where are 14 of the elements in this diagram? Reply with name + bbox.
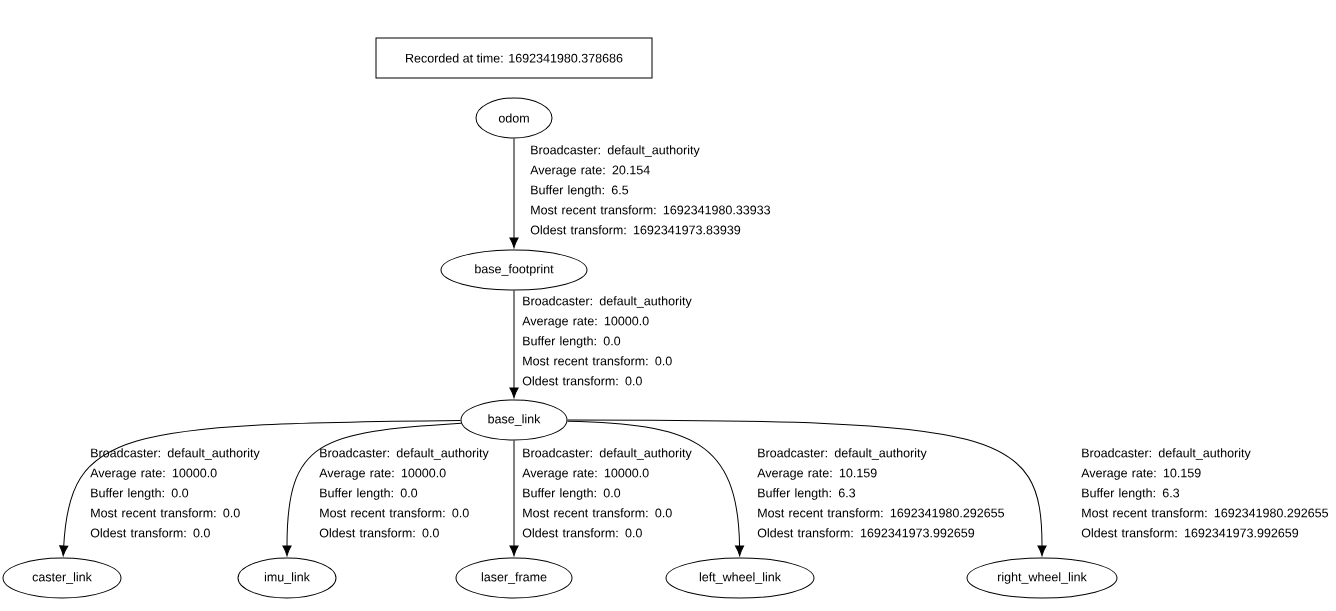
edge-label: Broadcaster: default_authority Average rate: 10000.0 Buffer length: 0.0 Most recent transform: 0.0 Oldest transform: 0.0 [319, 448, 489, 538]
edge-label: Broadcaster: default_authority Average rate: 10.159 Buffer length: 6.3 Most recent transform: 1692341980.292655 Oldest transform: 1692341973.992659 [757, 448, 1005, 538]
edge-label: Broadcaster: default_authority Average rate: 10.159 Buffer length: 6.3 Most recent transform: 1692341980.292655 Oldest transform: 1692341973.992659 [1081, 448, 1329, 538]
arrow [509, 138, 519, 249]
arrow [567, 419, 1047, 557]
edge-label: Broadcaster: default_authority Average rate: 20.154 Buffer length: 6.5 Most recent transform: 1692341980.33933 Oldest transform: 1692341973.83939 [530, 145, 771, 235]
arrow [282, 422, 462, 557]
edge-label: Broadcaster: default_authority Average rate: 10000.0 Buffer length: 0.0 Most recent transform: 0.0 Oldest transform: 0.0 [522, 296, 692, 386]
timestamp-box: Recorded at time: 1692341980.378686 [375, 37, 653, 79]
arrow [509, 440, 519, 557]
arrow [59, 420, 462, 557]
arrow [566, 420, 745, 557]
arrow [509, 290, 519, 399]
edge-label: Broadcaster: default_authority Average rate: 10000.0 Buffer length: 0.0 Most recent transform: 0.0 Oldest transform: 0.0 [522, 448, 692, 538]
